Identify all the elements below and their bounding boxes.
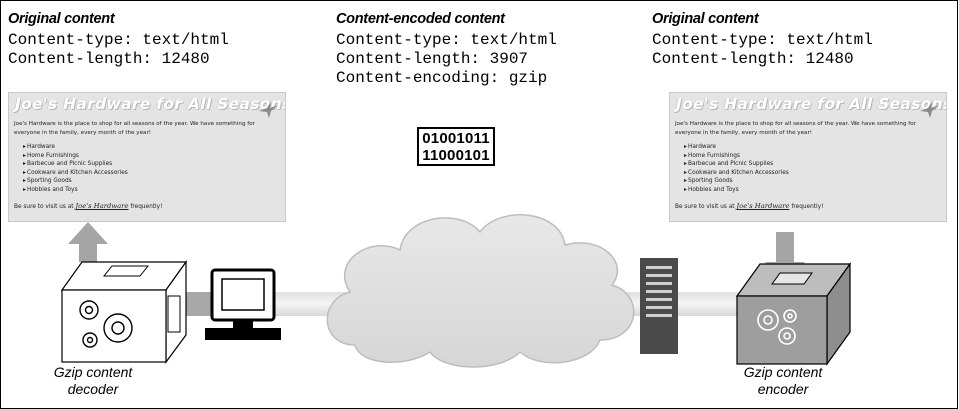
encoder-box	[735, 262, 852, 366]
middle-heading: Content-encoded content	[336, 11, 505, 27]
list-item: Cookware and Kitchen Accessories	[23, 169, 128, 178]
internet-cloud	[326, 214, 635, 368]
webpage-list: Hardware Home Furnishings Barbecue and P…	[23, 143, 128, 195]
list-item: Hardware	[23, 143, 128, 152]
bird-logo-icon	[920, 101, 939, 118]
footer-suffix: frequently!	[791, 204, 824, 210]
frame-left-border	[0, 0, 1, 409]
list-item: Barbecue and Picnic Supplies	[684, 160, 789, 169]
computer-icon	[205, 268, 281, 340]
encoder-caption: Gzip content encoder	[730, 364, 836, 398]
left-content-type: Content-type: text/html	[8, 31, 229, 49]
binary-line2: 11000101	[422, 147, 490, 164]
webpage-thumbnail-left: Joe's Hardware for All Seasons Joe's Har…	[8, 92, 286, 222]
footer-link: Joe's Hardware	[75, 202, 129, 210]
webpage-list: Hardware Home Furnishings Barbecue and P…	[684, 143, 789, 195]
footer-suffix: frequently!	[130, 204, 163, 210]
bird-logo-icon	[259, 101, 278, 118]
middle-content-encoding: Content-encoding: gzip	[336, 69, 548, 87]
list-item: Barbecue and Picnic Supplies	[23, 160, 128, 169]
webpage-footer: Be sure to visit us at Joe's Hardware fr…	[14, 202, 162, 210]
webpage-thumbnail-right: Joe's Hardware for All Seasons Joe's Har…	[669, 92, 947, 222]
right-content-length: Content-length: 12480	[652, 50, 854, 68]
footer-link: Joe's Hardware	[736, 202, 790, 210]
decoder-box	[60, 260, 188, 364]
footer-prefix: Be sure to visit us at	[14, 204, 74, 210]
gear-icon	[757, 309, 797, 345]
list-item: Hobbies and Toys	[23, 186, 128, 195]
left-content-length: Content-length: 12480	[8, 50, 210, 68]
webpage-footer: Be sure to visit us at Joe's Hardware fr…	[675, 202, 823, 210]
right-content-type: Content-type: text/html	[652, 31, 873, 49]
list-item: Cookware and Kitchen Accessories	[684, 169, 789, 178]
list-item: Home Furnishings	[684, 152, 789, 161]
webpage-title: Joe's Hardware for All Seasons	[15, 95, 286, 113]
decoder-caption-line1: Gzip content	[53, 364, 133, 380]
encoder-caption-line2: encoder	[757, 381, 809, 397]
gear-icon	[79, 300, 133, 348]
binary-line1: 01001011	[422, 130, 490, 147]
footer-prefix: Be sure to visit us at	[675, 204, 735, 210]
middle-content-type: Content-type: text/html	[336, 31, 557, 49]
arrow-up-icon	[68, 222, 108, 262]
decoder-caption-line2: decoder	[67, 381, 119, 397]
list-item: Hardware	[684, 143, 789, 152]
webpage-body: Joe's Hardware is the place to shop for …	[675, 121, 916, 136]
list-item: Hobbies and Toys	[684, 186, 789, 195]
list-item: Sporting Goods	[684, 177, 789, 186]
webpage-body: Joe's Hardware is the place to shop for …	[14, 121, 255, 136]
left-heading: Original content	[8, 11, 115, 27]
webpage-title: Joe's Hardware for All Seasons	[676, 95, 947, 113]
list-item: Sporting Goods	[23, 177, 128, 186]
encoded-binary-box: 01001011 11000101	[417, 127, 495, 166]
list-item: Home Furnishings	[23, 152, 128, 161]
right-heading: Original content	[652, 11, 759, 27]
decoder-caption: Gzip content decoder	[40, 364, 146, 398]
middle-content-length: Content-length: 3907	[336, 50, 529, 68]
server-icon	[640, 258, 678, 354]
encoder-caption-line1: Gzip content	[743, 364, 823, 380]
